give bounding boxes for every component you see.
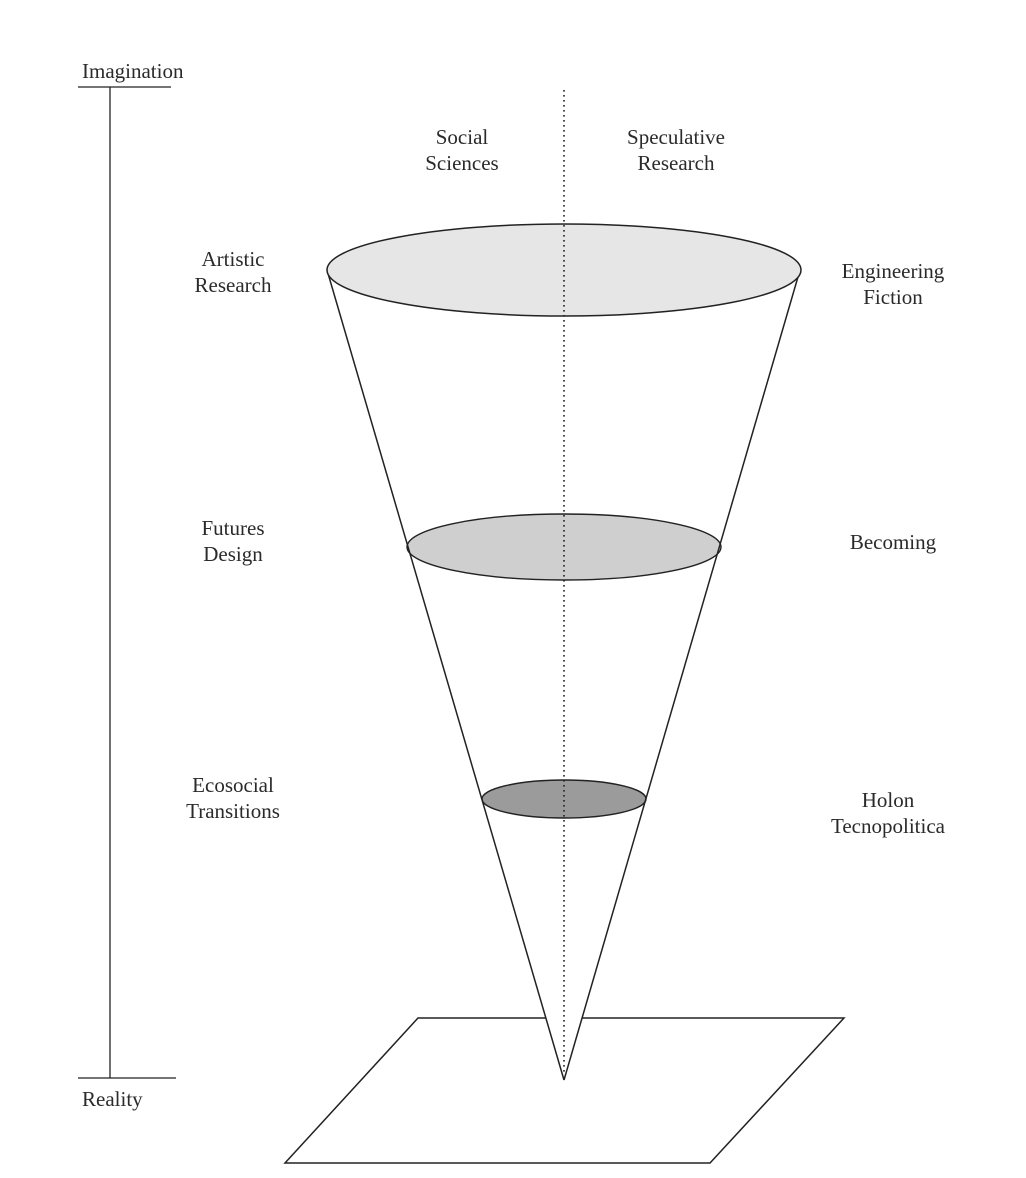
futures-design-line-1: Futures: [201, 516, 265, 540]
futures-design-label: Futures Design: [163, 515, 303, 567]
becoming-line-1: Becoming: [849, 530, 937, 554]
speculative-research-line-1: Speculative: [627, 125, 725, 149]
becoming-label: Becoming: [818, 529, 968, 555]
engineering-fiction-line-2: Fiction: [863, 285, 923, 309]
cone-edge-left: [326, 269, 565, 1081]
social-sciences-label: Social Sciences: [392, 124, 532, 176]
artistic-research-line-2: Research: [194, 273, 272, 297]
imagination-label: Imagination: [82, 59, 184, 83]
ecosocial-transitions-label: Ecosocial Transitions: [153, 772, 313, 824]
reality-label: Reality: [82, 1087, 143, 1111]
engineering-fiction-line-1: Engineering: [841, 259, 945, 283]
engineering-fiction-label: Engineering Fiction: [818, 258, 968, 310]
artistic-research-line-1: Artistic: [201, 247, 265, 271]
futures-design-line-2: Design: [203, 542, 263, 566]
holon-tecnopolitica-label: Holon Tecnopolitica: [808, 787, 968, 839]
social-sciences-line-2: Sciences: [425, 151, 499, 175]
speculative-research-line-2: Research: [637, 151, 715, 175]
holon-tecnopolitica-line-2: Tecnopolitica: [831, 814, 945, 838]
holon-tecnopolitica-line-1: Holon: [861, 788, 915, 812]
ecosocial-transitions-line-1: Ecosocial: [192, 773, 274, 797]
cone-edge-right: [563, 269, 801, 1081]
speculative-research-label: Speculative Research: [596, 124, 756, 176]
reality-plane: [283, 1017, 846, 1164]
artistic-research-label: Artistic Research: [163, 246, 303, 298]
social-sciences-line-1: Social: [435, 125, 489, 149]
ecosocial-transitions-line-2: Transitions: [186, 799, 280, 823]
